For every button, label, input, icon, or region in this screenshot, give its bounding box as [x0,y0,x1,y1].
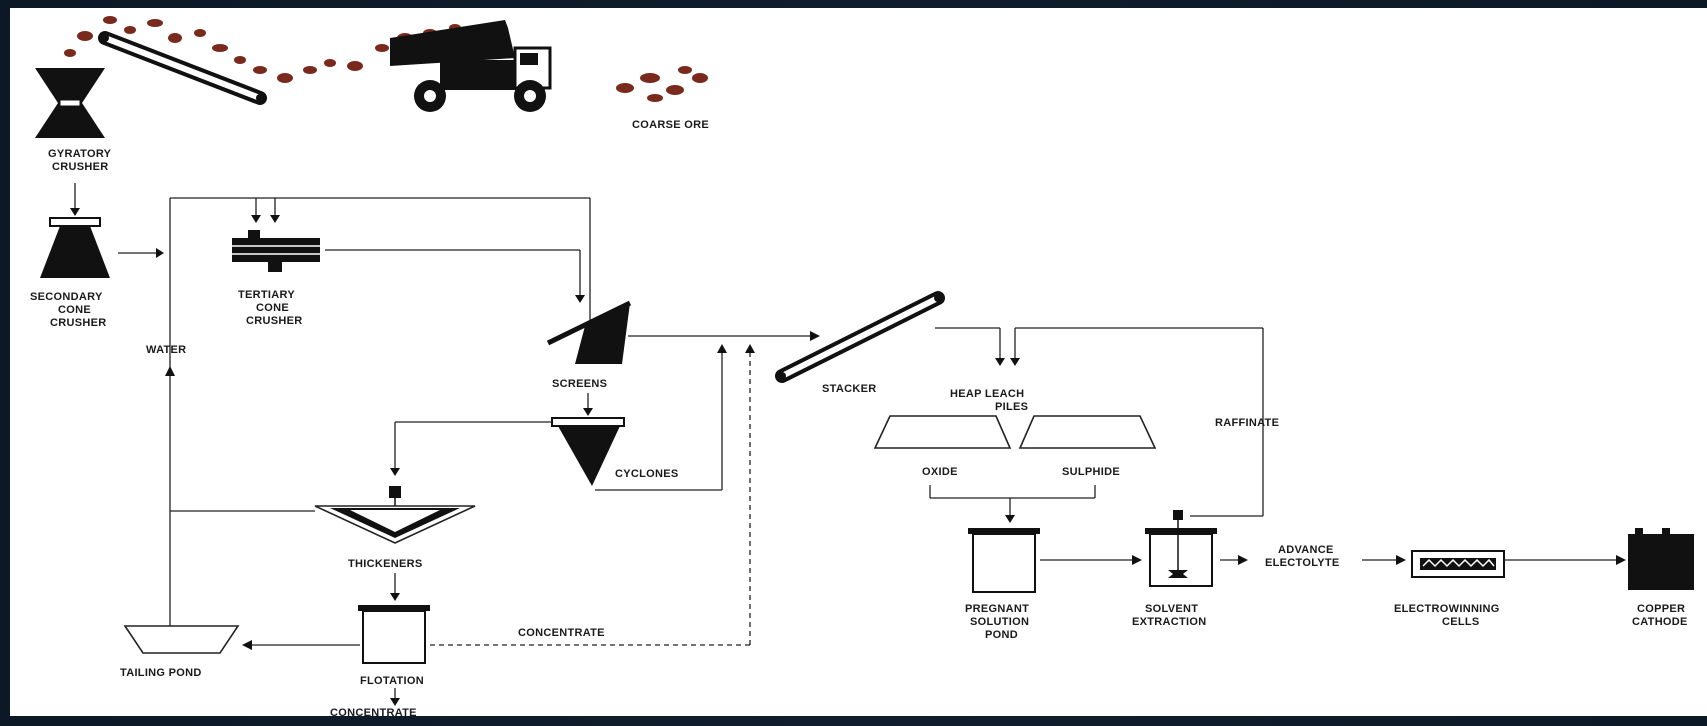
secondary-crusher-label-line3: CRUSHER [50,317,107,329]
thickeners-icon [314,486,476,544]
advance-electolyte-label-line2: ELECTOLYTE [1265,557,1340,569]
concentrate-flow-label: CONCENTRATE [518,627,605,639]
solvent-extraction-icon [1145,510,1217,587]
raffinate-label: RAFFINATE [1215,417,1279,429]
heap-leach-label-line1: HEAP LEACH [950,388,1024,400]
electrowinning-label-line1: ELECTROWINNING [1394,603,1500,615]
screens-label: SCREENS [552,378,607,390]
electrowinning-cells-icon [1411,550,1505,578]
flotation-cell-icon [358,605,430,664]
sulphide-heap-icon [1018,415,1157,449]
tertiary-cone-crusher-icon [232,230,320,272]
stacker-label: STACKER [822,383,876,395]
heap-leach-label-line2: PILES [995,401,1028,413]
concentrate-output-label: CONCENTRATE [330,707,417,716]
gyratory-crusher-icon [35,68,105,138]
sulphide-label: SULPHIDE [1062,466,1120,478]
pregnant-pond-label-line2: SOLUTION [970,616,1029,628]
screens-icon [546,300,632,364]
pregnant-solution-pond-icon [968,528,1040,593]
electrowinning-label-line2: CELLS [1442,616,1480,628]
ore-conveyor-icon [98,31,267,105]
gyratory-crusher-label-line1: GYRATORY [48,148,112,160]
haul-truck-icon [390,20,552,112]
oxide-heap-icon [873,415,1012,449]
copper-process-flowsheet: COARSE ORE GYRATORY CRUSHER SECONDARY CO… [30,16,1694,716]
coarse-ore-label: COARSE ORE [632,119,709,131]
advance-electolyte-label-line1: ADVANCE [1278,544,1334,556]
stacker-conveyor-icon [775,291,945,383]
tertiary-crusher-label-line3: CRUSHER [246,315,303,327]
tertiary-crusher-label-line2: CONE [256,302,289,314]
oxide-label: OXIDE [922,466,958,478]
tailing-pond-label: TAILING POND [120,667,202,679]
water-label: WATER [146,344,186,356]
copper-cathode-icon [1628,528,1694,590]
coarse-ore-icon [616,66,708,102]
cyclones-icon [551,417,625,486]
gyratory-crusher-label-line2: CRUSHER [52,161,109,173]
solvent-extraction-label-line2: EXTRACTION [1132,616,1207,628]
flotation-label: FLOTATION [360,675,424,687]
secondary-cone-crusher-icon [40,217,110,278]
copper-cathode-label-line2: CATHODE [1632,616,1688,628]
pregnant-pond-label-line1: PREGNANT [965,603,1029,615]
copper-cathode-label-line1: COPPER [1637,603,1685,615]
thickeners-label: THICKENERS [348,558,423,570]
cyclones-label: CYCLONES [615,468,679,480]
solvent-extraction-label-line1: SOLVENT [1145,603,1198,615]
tailing-pond-icon [123,625,240,654]
secondary-crusher-label-line1: SECONDARY [30,291,103,303]
flowsheet-canvas: COARSE ORE GYRATORY CRUSHER SECONDARY CO… [10,8,1707,716]
pregnant-pond-label-line3: POND [985,629,1018,641]
tertiary-crusher-label-line1: TERTIARY [238,289,295,301]
secondary-crusher-label-line2: CONE [58,304,91,316]
